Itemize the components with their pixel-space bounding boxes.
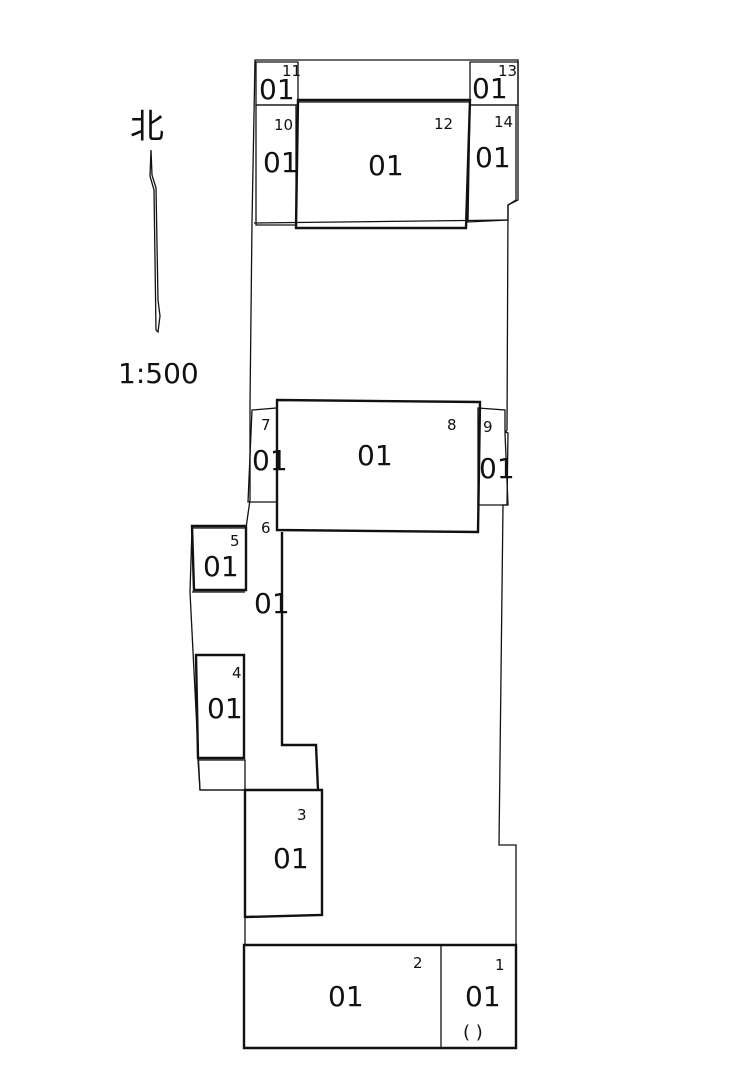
unit-label-11: 01 xyxy=(259,73,295,106)
unit-label-7: 01 xyxy=(252,444,288,477)
unit-no-11: 11 xyxy=(282,62,301,80)
unit-no-5: 5 xyxy=(230,532,240,550)
unit-no-6: 6 xyxy=(261,519,271,537)
unit-3-box xyxy=(243,788,324,919)
unit-label-14: 01 xyxy=(475,141,511,174)
unit-no-12: 12 xyxy=(434,115,453,133)
unit-no-8: 8 xyxy=(447,416,457,434)
unit-no-10: 10 xyxy=(274,116,293,134)
scale-label: 1:500 xyxy=(118,357,199,390)
unit-no-9: 9 xyxy=(483,418,493,436)
top-bottom-line xyxy=(253,219,508,224)
bottom-block-outline xyxy=(242,943,518,1050)
unit-label-12: 01 xyxy=(368,149,404,182)
unit-no-14: 14 xyxy=(494,113,513,131)
unit-no-1: 1 xyxy=(495,956,505,974)
unit-6-outline xyxy=(280,532,320,791)
north-label: 北 xyxy=(130,107,164,147)
unit-label-4: 01 xyxy=(207,692,243,725)
unit-label-13: 01 xyxy=(472,72,508,105)
unit-label-1: 01 xyxy=(465,980,501,1013)
unit-no-7: 7 xyxy=(261,416,271,434)
unit-14-box xyxy=(467,104,517,223)
unit-label-9: 01 xyxy=(479,452,515,485)
unit-label-8: 01 xyxy=(357,439,393,472)
north-arrow-icon xyxy=(149,149,161,334)
unit-5-box xyxy=(190,524,248,592)
unit-no-4: 4 xyxy=(232,664,242,682)
unit-no-13: 13 xyxy=(498,62,517,80)
unit-9-box xyxy=(477,407,509,506)
unit-4-lower-box xyxy=(197,759,246,791)
unit-label-3: 01 xyxy=(273,842,309,875)
unit-note-1: ( ) xyxy=(463,1022,483,1043)
unit-no-2: 2 xyxy=(413,954,423,972)
unit-12-box xyxy=(294,98,472,230)
unit-label-5: 01 xyxy=(203,550,239,583)
unit-label-10: 01 xyxy=(263,146,299,179)
unit-label-6: 01 xyxy=(254,587,290,620)
unit-no-3: 3 xyxy=(297,806,307,824)
unit-label-2: 01 xyxy=(328,980,364,1013)
unit-8-box xyxy=(275,398,482,534)
unit-4-box xyxy=(194,653,246,760)
unit-13-box xyxy=(469,61,519,106)
